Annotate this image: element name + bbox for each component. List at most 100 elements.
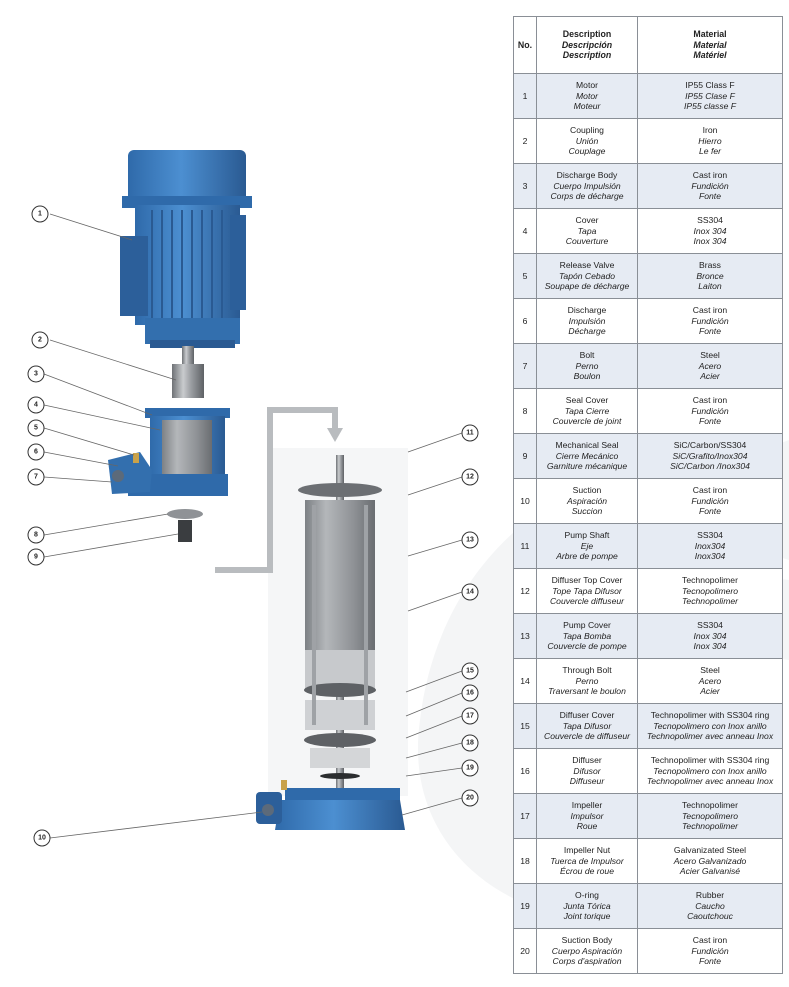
part-material-en: Steel xyxy=(700,664,720,675)
assembly-arrow xyxy=(215,407,338,573)
part-material-fr: Caoutchouc xyxy=(687,911,733,922)
motor xyxy=(120,150,252,348)
part-material-fr: Acier xyxy=(700,371,720,382)
callout-4: 4 xyxy=(27,396,45,414)
part-number: 4 xyxy=(513,208,537,254)
part-description-en: Release Valve xyxy=(559,259,615,270)
part-material-en: SS304 xyxy=(697,529,723,540)
part-description-es: Impulsión xyxy=(568,315,606,326)
part-material-en: Cast iron xyxy=(692,394,728,405)
part-number: 2 xyxy=(513,118,537,164)
part-material-fr: SiC/Carbon /Inox304 xyxy=(670,461,750,472)
callout-label: 9 xyxy=(34,554,38,561)
part-material-fr: Technopolimer avec anneau Inox xyxy=(646,776,774,787)
part-description-es: Unión xyxy=(575,135,599,146)
part-description-es: Junta Tórica xyxy=(563,900,611,911)
pump-stack xyxy=(298,455,382,795)
part-description-es: Perno xyxy=(575,675,599,686)
suction-body xyxy=(256,780,405,830)
part-material-fr: Fonte xyxy=(699,191,721,202)
part-number: 1 xyxy=(513,73,537,119)
callout-label: 3 xyxy=(34,371,38,378)
part-number: 11 xyxy=(513,523,537,569)
callout-label: 10 xyxy=(38,835,46,842)
part-material-fr: Inox 304 xyxy=(693,236,727,247)
part-material-fr: Fonte xyxy=(699,506,721,517)
part-description-es: Impulsor xyxy=(570,810,604,821)
part-material-es: Caucho xyxy=(695,900,725,911)
callout-label: 11 xyxy=(466,430,474,437)
part-description-en: Cover xyxy=(575,214,599,225)
part-description-fr: Couverture xyxy=(565,236,609,247)
discharge-body xyxy=(108,408,230,496)
part-material-en: Steel xyxy=(700,349,720,360)
part-material-en: Cast iron xyxy=(692,304,728,315)
callout-12: 12 xyxy=(461,468,479,486)
part-material-en: SiC/Carbon/SS304 xyxy=(673,439,747,450)
part-material-es: Acero Galvanizado xyxy=(673,855,747,866)
header-description-es: Descripción xyxy=(561,39,613,50)
part-material-es: Bronce xyxy=(696,270,724,281)
part-number: 17 xyxy=(513,793,537,839)
callout-3: 3 xyxy=(27,365,45,383)
parts-table: No. Description Descripción Description … xyxy=(513,16,783,974)
part-number: 7 xyxy=(513,343,537,389)
part-description-fr: Joint torique xyxy=(563,911,611,922)
callout-11: 11 xyxy=(461,424,479,442)
part-description-es: Tapa Difusor xyxy=(562,720,612,731)
callout-6: 6 xyxy=(27,443,45,461)
part-number: 19 xyxy=(513,883,537,929)
part-description-es: Tapa Bomba xyxy=(562,630,612,641)
part-material-en: Galvanizated Steel xyxy=(673,844,747,855)
part-description-fr: Couvercle de diffuseur xyxy=(544,731,630,742)
callout-label: 1 xyxy=(38,211,42,218)
header-material-es: Material xyxy=(693,39,727,50)
callout-13: 13 xyxy=(461,531,479,549)
callout-7: 7 xyxy=(27,468,45,486)
part-description-en: Suction xyxy=(572,484,602,495)
part-description-fr: Corps de décharge xyxy=(550,191,624,202)
part-description-en: Pump Shaft xyxy=(564,529,610,540)
part-number: 16 xyxy=(513,748,537,794)
part-description-es: Tapón Cebado xyxy=(558,270,616,281)
callout-label: 2 xyxy=(38,337,42,344)
part-description-es: Tapa xyxy=(577,225,597,236)
part-material-es: Tecnopolimero con Inox anillo xyxy=(653,720,767,731)
part-description-fr: Succion xyxy=(571,506,603,517)
part-material-es: IP55 Clase F xyxy=(685,90,735,101)
callout-16: 16 xyxy=(461,684,479,702)
part-description-en: Suction Body xyxy=(561,934,613,945)
part-material-fr: Laiton xyxy=(698,281,722,292)
callout-17: 17 xyxy=(461,707,479,725)
part-material-fr: Acier Galvanisé xyxy=(679,866,741,877)
part-material-es: Fundición xyxy=(691,495,729,506)
callout-label: 20 xyxy=(466,795,474,802)
part-material-fr: Le fer xyxy=(699,146,721,157)
part-material-es: Fundición xyxy=(691,405,729,416)
part-material-en: Technopolimer xyxy=(682,799,738,810)
